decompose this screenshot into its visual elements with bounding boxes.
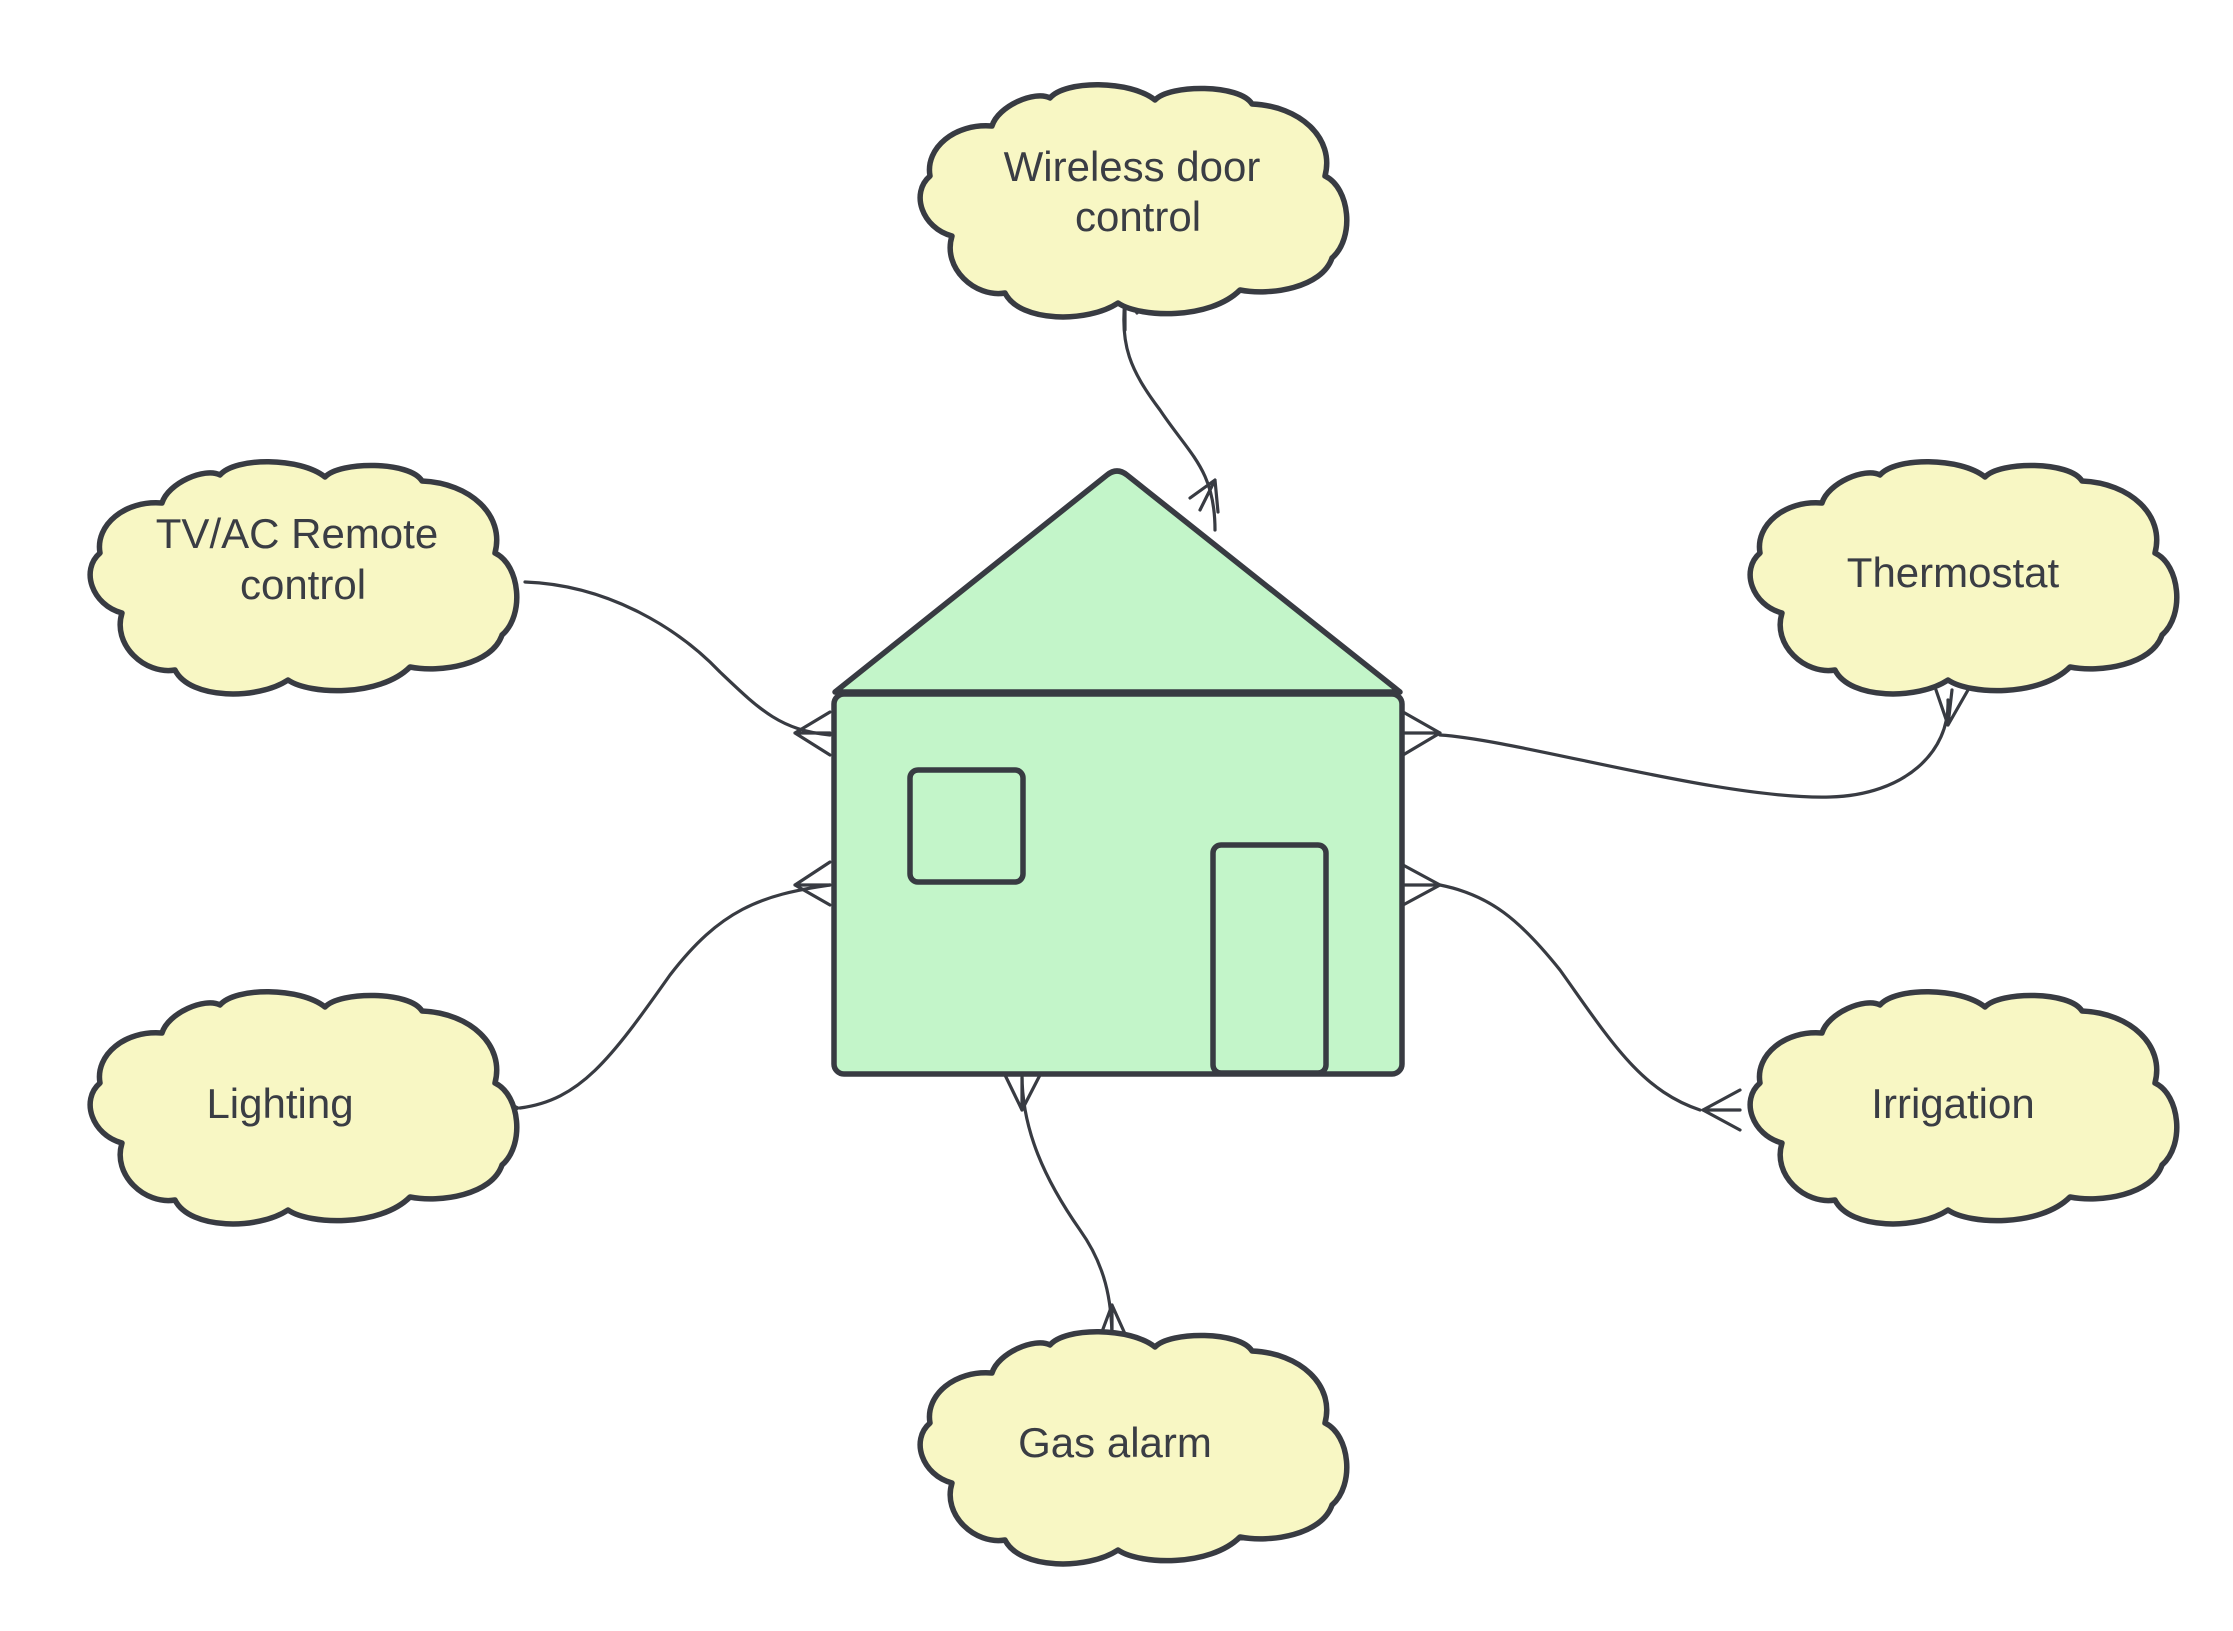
house-window (907, 767, 1026, 885)
connector-lighting (480, 860, 832, 1129)
connector-gas (1003, 1073, 1132, 1347)
label-remote-line2: control (240, 561, 366, 608)
label-lighting: Lighting (206, 1080, 353, 1127)
cloud-irrigation: Irrigation (1750, 992, 2177, 1224)
house-roof (832, 468, 1403, 695)
label-door-line2: control (1075, 193, 1201, 240)
label-irrigation: Irrigation (1871, 1080, 2034, 1127)
cloud-gas-alarm: Gas alarm (920, 1332, 1347, 1564)
label-door-line1: Wireless door (1004, 143, 1261, 190)
cloud-tv-ac-remote-control: TV/AC Remote control (90, 462, 517, 694)
house-hub (831, 468, 1405, 1077)
label-gas-alarm: Gas alarm (1018, 1419, 1212, 1466)
label-remote-line1: TV/AC Remote (156, 510, 438, 557)
connector-irrigation (1401, 863, 1742, 1132)
cloud-lighting: Lighting (90, 992, 517, 1224)
label-thermostat: Thermostat (1847, 549, 2060, 596)
connector-remote (478, 563, 832, 757)
cloud-wireless-door-control: Wireless door control (920, 85, 1347, 317)
connector-thermostat (1401, 688, 1970, 799)
cloud-thermostat: Thermostat (1750, 462, 2177, 694)
house-door (1210, 842, 1329, 1076)
